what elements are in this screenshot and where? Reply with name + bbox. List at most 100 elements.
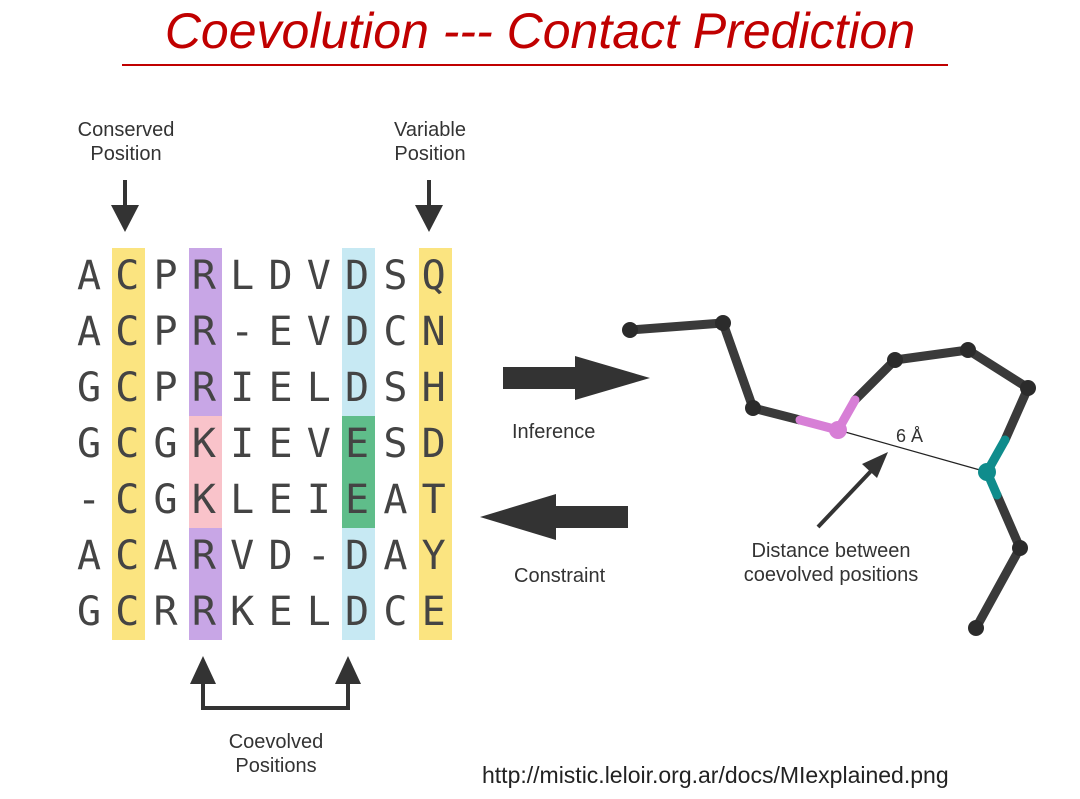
residue-cell: E	[268, 365, 293, 411]
highlight-band	[112, 584, 146, 640]
residue-cell: I	[230, 421, 255, 467]
residue-cell: S	[383, 421, 408, 467]
title-underline	[122, 64, 948, 66]
residue-cell: T	[421, 477, 446, 523]
highlight-band	[418, 304, 452, 360]
residue-cell: L	[230, 253, 255, 299]
residue-cell: G	[76, 365, 102, 411]
highlight-band	[188, 360, 222, 416]
residue-cell: H	[421, 365, 446, 411]
highlight-band	[418, 416, 452, 472]
residue-cell: P	[153, 309, 178, 355]
variable-down-arrow	[415, 180, 443, 232]
source-url: http://mistic.leloir.org.ar/docs/MIexpla…	[482, 762, 949, 788]
residue-cell: V	[306, 421, 331, 467]
highlight-band	[188, 528, 222, 584]
residue-cell: D	[345, 589, 370, 635]
page-title: Coevolution --- Contact Prediction	[164, 3, 916, 59]
residue-cell: A	[383, 477, 408, 523]
residue-cell: -	[306, 533, 331, 579]
residue-cell: V	[230, 533, 255, 579]
residue-cell: C	[115, 589, 140, 635]
residue-cell: P	[153, 253, 178, 299]
residue-cell: C	[115, 421, 140, 467]
coevolved-atom-pink	[829, 421, 847, 439]
highlight-band	[342, 360, 376, 416]
residue-cell: G	[76, 421, 102, 467]
residue-cell: E	[268, 589, 293, 635]
residue-cell: E	[345, 421, 370, 467]
residue-cell: S	[383, 365, 408, 411]
inference-label: Inference	[512, 421, 596, 443]
residue-cell: E	[345, 477, 370, 523]
residue-cell: S	[383, 253, 408, 299]
highlight-band	[418, 472, 452, 528]
highlight-band	[418, 360, 452, 416]
residue-cell: D	[345, 253, 370, 299]
highlight-band	[188, 416, 222, 472]
residue-cell: K	[191, 477, 216, 523]
residue-cell: L	[230, 477, 255, 523]
residue-cell: G	[76, 589, 102, 635]
residue-cell: N	[421, 309, 446, 355]
distance-pointer-arrow	[816, 452, 888, 529]
residue-cell: G	[153, 421, 178, 467]
residue-cell: A	[153, 533, 178, 579]
constraint-label: Constraint	[514, 565, 606, 587]
highlight-band	[188, 304, 222, 360]
residue-cell: R	[191, 365, 216, 411]
highlight-band	[188, 584, 222, 640]
highlight-band	[112, 360, 146, 416]
residue-cell: D	[268, 533, 293, 579]
residue-cell: D	[345, 309, 370, 355]
residue-cell: I	[306, 477, 331, 523]
molecule-model	[622, 315, 1036, 636]
highlight-band	[342, 248, 376, 304]
highlight-band	[342, 304, 376, 360]
residue-cell: P	[153, 365, 178, 411]
coevolved-bracket-arrow	[190, 656, 361, 710]
highlight-band	[418, 584, 452, 640]
residue-cell: D	[345, 533, 370, 579]
residue-cell: E	[268, 477, 293, 523]
residue-cell: K	[191, 421, 216, 467]
residue-cell: E	[421, 589, 446, 635]
highlight-band	[188, 248, 222, 304]
residue-cell: R	[153, 589, 178, 635]
constraint-arrow	[480, 494, 628, 540]
residue-cell: C	[115, 533, 140, 579]
residue-cell: A	[383, 533, 408, 579]
distance-line	[837, 429, 988, 473]
inference-arrow	[503, 356, 650, 400]
distance-value-label: 6 Å	[896, 426, 924, 446]
residue-cell: Y	[421, 533, 446, 579]
residue-cell: V	[306, 309, 331, 355]
highlight-band	[418, 248, 452, 304]
highlight-band	[418, 528, 452, 584]
residue-cell: R	[191, 533, 216, 579]
highlight-band	[112, 304, 146, 360]
highlight-band	[342, 584, 376, 640]
residue-cell: G	[153, 477, 178, 523]
highlight-band	[342, 472, 376, 528]
residue-cell: L	[306, 365, 331, 411]
residue-cell: L	[306, 589, 331, 635]
residue-cell: D	[345, 365, 370, 411]
residue-cell: C	[115, 253, 140, 299]
highlight-band	[342, 416, 376, 472]
highlight-band	[112, 472, 146, 528]
highlight-band	[112, 248, 146, 304]
residue-cell: -	[76, 477, 102, 523]
highlight-band	[342, 528, 376, 584]
residue-cell: E	[268, 421, 293, 467]
residue-cell: C	[383, 309, 408, 355]
coevolved-atom-teal	[978, 463, 996, 481]
residue-cell: D	[268, 253, 293, 299]
residue-cell: V	[306, 253, 331, 299]
residue-cell: C	[383, 589, 408, 635]
